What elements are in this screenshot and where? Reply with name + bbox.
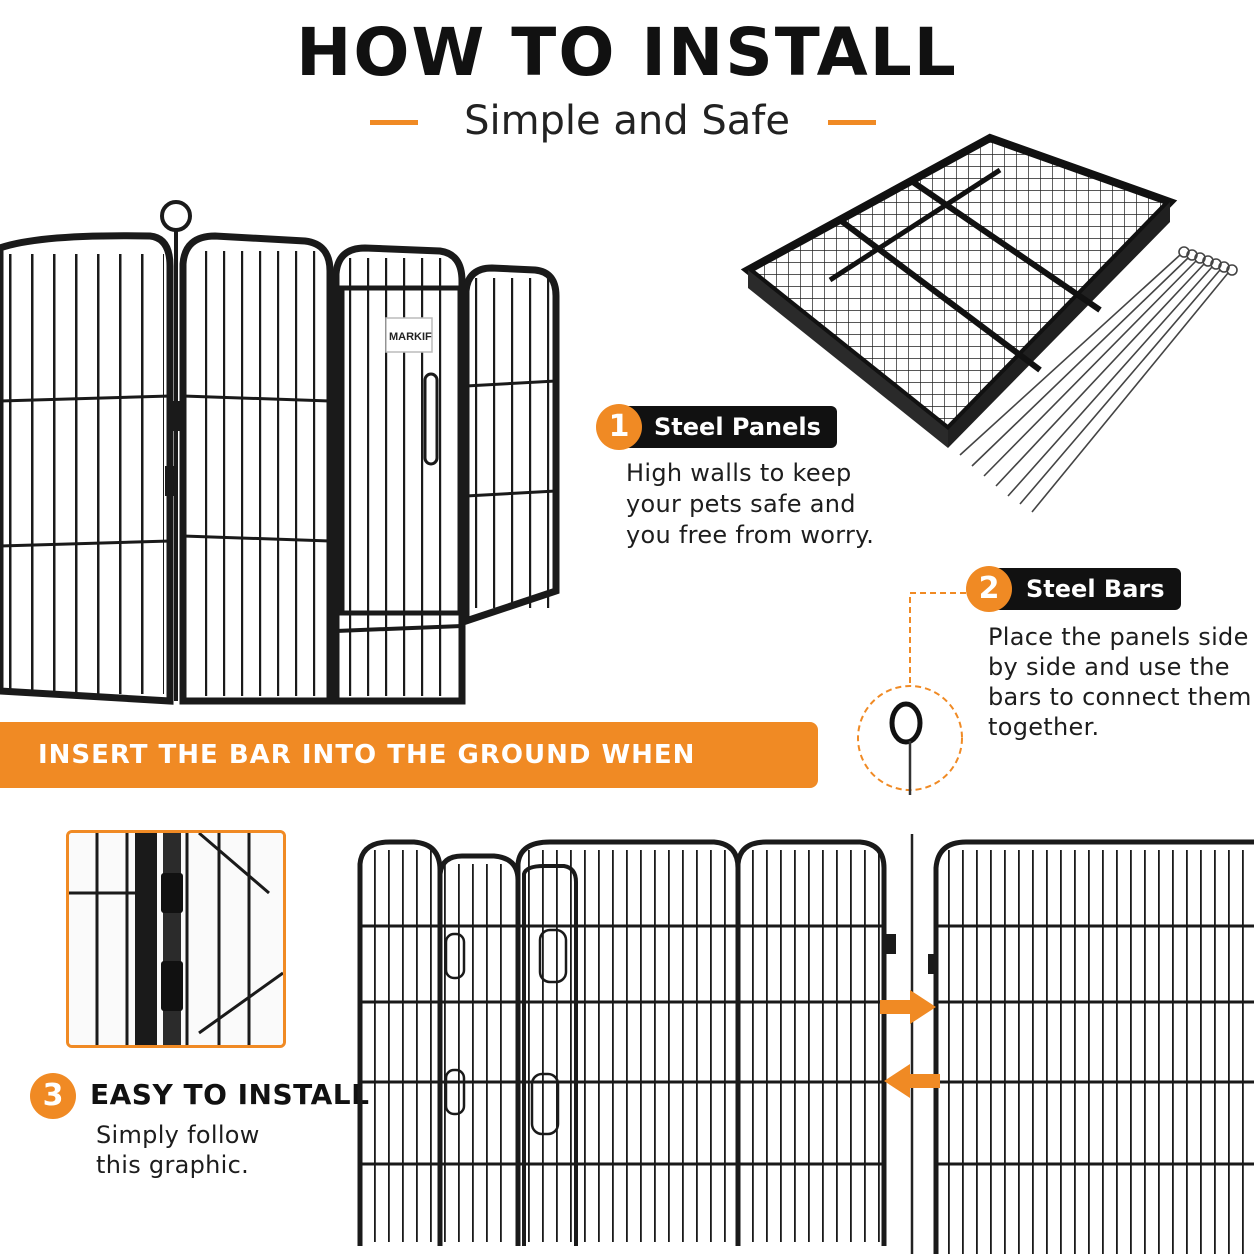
fence-connection-illustration bbox=[357, 834, 1254, 1254]
step-2-description-line: by side and use the bbox=[988, 653, 1230, 681]
step-1-description-line: you free from worry. bbox=[626, 521, 875, 549]
hinge-closeup-inset bbox=[66, 830, 286, 1048]
bar-callout bbox=[857, 592, 966, 795]
step-3-number-badge: 3 bbox=[30, 1073, 76, 1119]
step-1-number-badge: 1 bbox=[596, 404, 642, 450]
step-2-description: Place the panels side by side and use th… bbox=[988, 622, 1252, 742]
step-2-number-badge: 2 bbox=[966, 566, 1012, 612]
subtitle-dash-right bbox=[828, 120, 876, 125]
step-2-description-line: together. bbox=[988, 713, 1100, 741]
page-subtitle: Simple and Safe bbox=[464, 98, 790, 144]
brand-logo: MARKIF bbox=[389, 331, 432, 343]
outdoor-instruction-banner: INSERT THE BAR INTO THE GROUND WHEN OUTD… bbox=[0, 722, 818, 836]
assembled-fence-illustration bbox=[0, 200, 560, 705]
page-title: HOW TO INSTALL bbox=[296, 14, 958, 91]
step-3-description-line: this graphic. bbox=[96, 1151, 250, 1179]
step-1-description-line: High walls to keep bbox=[626, 459, 852, 487]
step-1-description: High walls to keep your pets safe and yo… bbox=[626, 458, 874, 551]
subtitle-dash-left bbox=[370, 120, 418, 125]
step-3-description: Simply follow this graphic. bbox=[96, 1120, 260, 1180]
step-3-description-line: Simply follow bbox=[96, 1121, 260, 1149]
step-2-title: Steel Bars bbox=[994, 568, 1181, 610]
arrow-left-icon bbox=[884, 1064, 940, 1098]
hinge-closeup-illustration bbox=[69, 833, 283, 1045]
packed-panels-illustration bbox=[740, 133, 1238, 513]
step-1-description-line: your pets safe and bbox=[626, 490, 856, 518]
arrow-right-icon bbox=[880, 990, 936, 1024]
step-3-title: EASY TO INSTALL bbox=[90, 1078, 370, 1111]
step-2-description-line: Place the panels side bbox=[988, 623, 1249, 651]
step-1-title: Steel Panels bbox=[622, 406, 837, 448]
step-2-description-line: bars to connect them bbox=[988, 683, 1252, 711]
